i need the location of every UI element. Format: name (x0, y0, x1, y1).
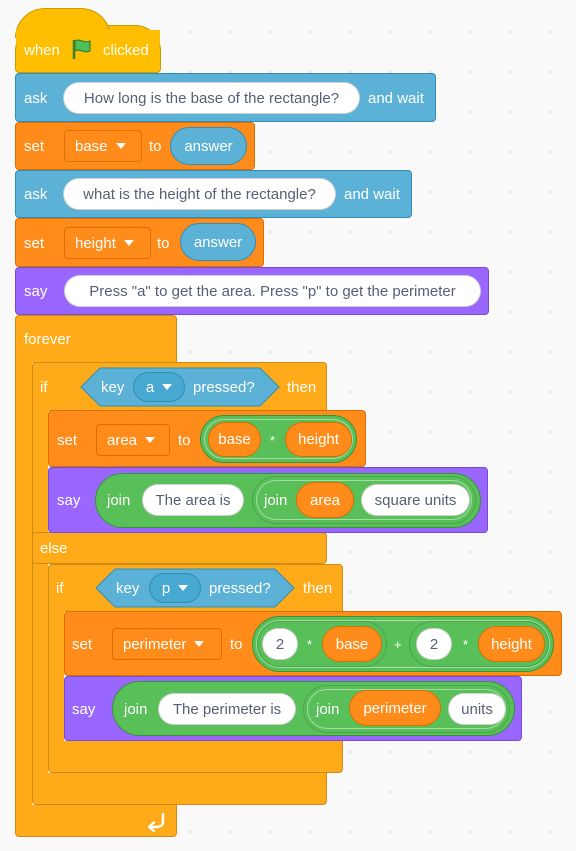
operator-inner-outline (256, 480, 472, 520)
operator-inner-outline (204, 419, 353, 459)
to-label: to (230, 636, 243, 653)
then-label: then (303, 580, 333, 597)
join-text-input[interactable]: The perimeter is (158, 693, 296, 725)
variable-dropdown-label: area (107, 431, 138, 449)
join-label: join (316, 701, 340, 718)
multiply-symbol: * (307, 637, 313, 652)
number-input[interactable]: 2 (416, 628, 452, 660)
variable-dropdown[interactable]: perimeter (112, 628, 222, 660)
if-label: if (40, 379, 48, 396)
hat-cap-fill (16, 30, 160, 44)
green-flag-icon (72, 39, 91, 59)
caret-down-icon (145, 437, 156, 443)
key-dropdown-label: p (161, 579, 171, 597)
question-input[interactable]: what is the height of the rectangle? (63, 178, 336, 210)
message-input[interactable]: Press "a" to get the area. Press "p" to … (64, 275, 481, 307)
if-bottom (48, 741, 343, 773)
pressed-label: pressed? (193, 379, 255, 396)
variable-dropdown[interactable]: height (64, 227, 151, 259)
say-label: say (72, 701, 96, 718)
height-reporter[interactable]: height (478, 626, 545, 662)
forever-block[interactable] (15, 315, 177, 363)
question-input[interactable]: How long is the base of the rectangle? (63, 82, 360, 114)
multiply-symbol: * (463, 637, 469, 652)
join-label: join (107, 492, 131, 509)
variable-dropdown-label: perimeter (123, 635, 187, 653)
caret-down-icon (178, 585, 189, 591)
say-label: say (24, 283, 48, 300)
set-label: set (72, 636, 93, 653)
key-label: key (101, 379, 125, 396)
set-label: set (57, 432, 78, 449)
join-label: join (264, 492, 288, 509)
answer-reporter[interactable]: answer (170, 127, 247, 165)
pressed-label: pressed? (209, 580, 271, 597)
key-label: key (116, 580, 140, 597)
to-label: to (157, 235, 170, 252)
key-dropdown-label: a (145, 378, 155, 396)
join-text-input[interactable]: square units (361, 484, 470, 516)
join-text-input[interactable]: units (448, 693, 506, 725)
number-input[interactable]: 2 (262, 628, 298, 660)
forever-bottom (15, 805, 177, 837)
join-text-input[interactable]: The area is (142, 484, 244, 516)
set-label: set (24, 235, 45, 252)
if-arm (48, 611, 64, 745)
key-dropdown[interactable]: a (133, 372, 185, 402)
forever-label: forever (24, 331, 71, 348)
then-label: then (287, 379, 317, 396)
ask-label: ask (24, 186, 48, 203)
caret-down-icon (123, 240, 134, 246)
variable-dropdown-label: base (75, 137, 108, 155)
caret-down-icon (162, 384, 173, 390)
if-else-bottom (32, 773, 327, 805)
base-reporter[interactable]: base (322, 626, 382, 662)
if-else-arm (32, 410, 48, 794)
else-section (32, 532, 327, 564)
when-label: when (24, 42, 60, 59)
caret-down-icon (115, 143, 126, 149)
multiply-symbol: * (270, 433, 276, 448)
join-label: join (124, 701, 148, 718)
variable-dropdown-label: height (75, 234, 116, 252)
else-label: else (40, 540, 68, 557)
answer-reporter[interactable]: answer (180, 223, 256, 261)
perimeter-reporter[interactable]: perimeter (349, 690, 441, 726)
set-label: set (24, 138, 45, 155)
key-dropdown[interactable]: p (149, 573, 201, 603)
variable-dropdown[interactable]: area (96, 424, 170, 456)
forever-arm (15, 362, 32, 808)
plus-symbol: + (394, 637, 402, 652)
and-wait-label: and wait (368, 90, 424, 107)
and-wait-label: and wait (344, 186, 400, 203)
caret-down-icon (194, 641, 205, 647)
variable-dropdown[interactable]: base (64, 130, 142, 162)
say-label: say (57, 492, 81, 509)
ask-label: ask (24, 90, 48, 107)
clicked-label: clicked (103, 42, 149, 59)
area-reporter[interactable]: area (296, 482, 354, 518)
base-reporter[interactable]: base (208, 422, 261, 457)
loop-arrow-icon (147, 812, 165, 833)
to-label: to (149, 138, 162, 155)
if-label: if (56, 580, 64, 597)
height-reporter[interactable]: height (285, 422, 352, 457)
to-label: to (178, 432, 191, 449)
